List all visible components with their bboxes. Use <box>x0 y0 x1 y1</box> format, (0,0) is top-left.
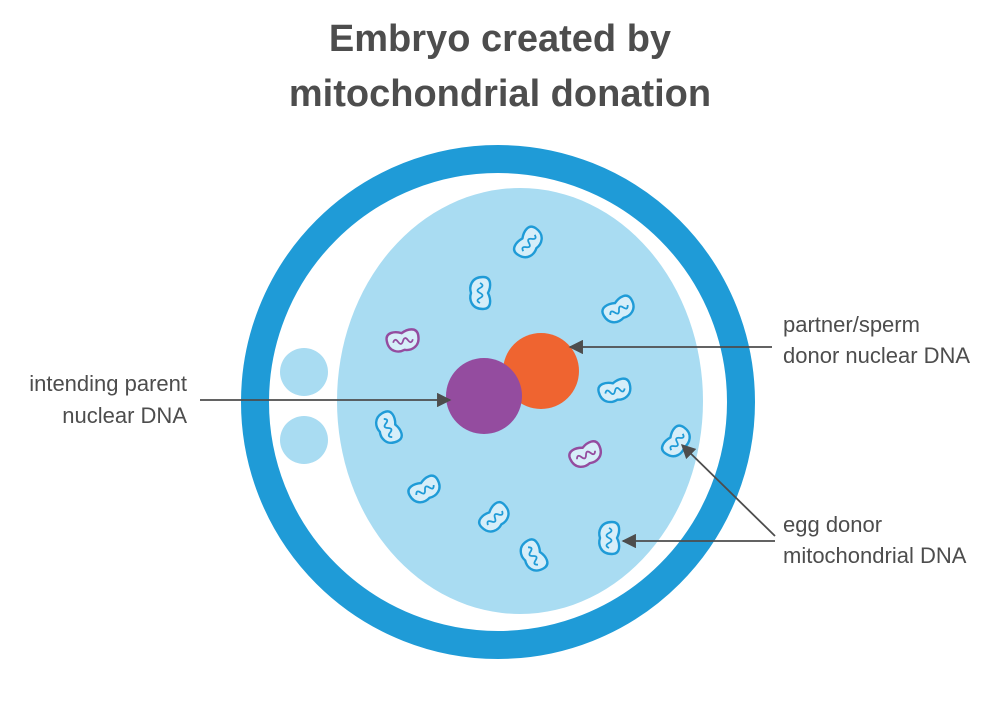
egg-donor-mitochondrion-icon <box>601 294 635 324</box>
egg-donor-mitochondrion-icon <box>374 410 403 444</box>
polar-body-bottom <box>280 416 328 464</box>
egg-donor-mitochondrion-icon <box>469 275 492 311</box>
egg-donor-mitochondrion-icon <box>478 501 510 533</box>
egg-donor-mitochondrion-icon <box>598 520 621 556</box>
mitochondria-group <box>374 225 691 572</box>
intending-parent-nucleus <box>446 358 522 434</box>
intending-parent-mitochondrion-icon <box>568 440 602 469</box>
partner-label-line-1: partner/sperm <box>783 312 920 337</box>
intending-parent-mitochondrion-icon <box>385 328 420 353</box>
egg-donor-mitochondrion-icon <box>512 225 543 259</box>
partner-label-line-2: donor nuclear DNA <box>783 343 971 368</box>
egg-donor-mitochondrion-icon <box>519 538 549 572</box>
egg-donor-mitochondrion-icon <box>597 377 632 404</box>
egg-donor-label-line-1: egg donor <box>783 512 883 537</box>
title-line-2: mitochondrial donation <box>288 73 712 115</box>
egg-donor-label-line-2: mitochondrial DNA <box>783 543 967 568</box>
intending-parent-label-line-2: nuclear DNA <box>62 403 187 428</box>
polar-body-top <box>280 348 328 396</box>
egg-donor-arrow-upper <box>680 443 776 537</box>
intending-parent-label-line-1: intending parent <box>29 371 187 396</box>
egg-donor-mitochondrion-icon <box>407 474 441 504</box>
title-line-1: Embryo created by <box>328 18 672 60</box>
partner-nucleus <box>503 333 579 409</box>
